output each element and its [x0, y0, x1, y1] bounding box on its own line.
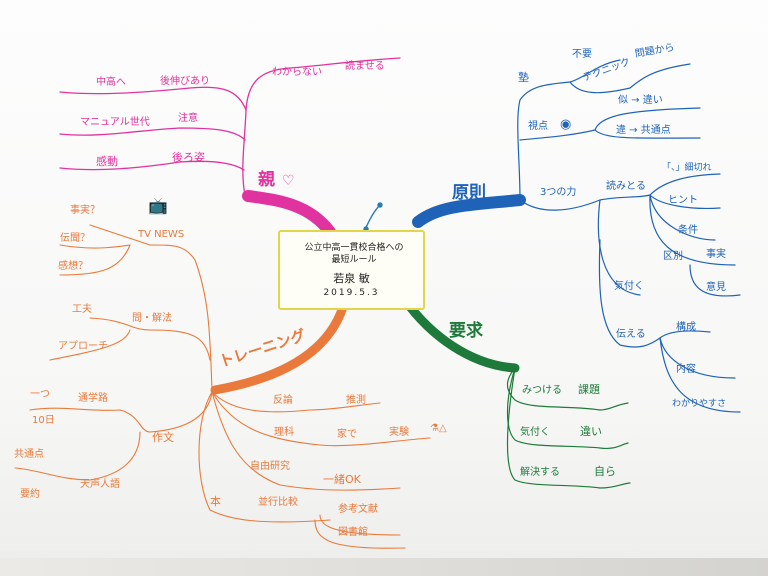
branch-yokyu-label: 要求: [449, 321, 483, 341]
gensoku-juku-label: 塾: [518, 71, 529, 84]
central-title-line1: 公立中高一貫校合格への: [304, 243, 404, 253]
training-tenseijingo: 天声人語: [80, 479, 120, 490]
gensoku-yomitoru-kubetsu: 区別: [663, 251, 683, 262]
training-heikouhikaku: 並行比較: [258, 497, 298, 508]
gensoku-yomitoru-kugiri: 「、」細切れ: [662, 163, 712, 173]
training-sakubun: 作文: [152, 431, 174, 444]
oya-item-1-child: 読ませる: [345, 61, 385, 72]
tv-icon: 📺: [148, 196, 168, 215]
gensoku-shiten-different: 違 → 共通点: [616, 125, 671, 136]
gensoku-tsutaeru-wakariyasusa: わかりやすさ: [672, 399, 727, 409]
oya-item-2-label: 中高へ: [96, 77, 126, 88]
yokyu-chigai: 違い: [580, 425, 602, 438]
training-tsuugakuro-hitotsu: 一つ: [30, 389, 50, 400]
training-tvnews-jijitsu: 事実？: [70, 205, 100, 216]
yokyu-mizukara: 自ら: [594, 465, 616, 478]
training-tvnews-kansou: 感想？: [58, 261, 88, 272]
training-kufuu: 工夫: [72, 304, 92, 315]
oya-item-2-child: 後伸びあり: [160, 76, 210, 87]
gensoku-yomitoru: 読みとる: [606, 181, 646, 192]
training-hon: 本: [210, 495, 221, 508]
training-rika-jikken: 実験: [389, 427, 409, 438]
training-rika: 理科: [274, 427, 294, 438]
oya-item-3-label: マニュアル世代: [80, 117, 150, 128]
gensoku-tsutaeru-naiyou: 内容: [676, 364, 696, 375]
gensoku-kubetsu-jijitsu: 事実: [706, 249, 726, 260]
desk-surface: [0, 558, 768, 576]
oya-item-4-label: 感動: [96, 155, 118, 168]
training-tenseijingo-kyoutsuuten: 共通点: [14, 449, 44, 460]
gensoku-shiten-label: 視点: [528, 121, 548, 132]
training-sankoubunken: 参考文献: [338, 504, 378, 515]
branch-gensoku-label: 原則: [452, 183, 486, 203]
gensoku-juku-fuyou: 不要: [572, 49, 592, 60]
flask-icon: ⚗△: [430, 423, 447, 434]
training-mondai-kaihou: 問・解法: [132, 313, 172, 324]
gensoku-tsutaeru: 伝える: [616, 329, 646, 340]
training-toshokan: 図書館: [338, 527, 368, 538]
central-date: 2019.5.3: [323, 288, 380, 298]
training-tvnews-denbun: 伝聞？: [60, 233, 90, 244]
eye-icon: ◉: [560, 117, 572, 132]
branch-oya-label: 親: [258, 170, 275, 190]
central-author: 若泉 敏: [333, 272, 370, 285]
gensoku-kizuku: 気付く: [614, 281, 644, 292]
training-issho-ok: 一緒OK: [323, 473, 361, 486]
training-tvnews: TV NEWS: [138, 229, 185, 240]
yokyu-kaiketsu: 解決する: [520, 467, 560, 478]
oya-item-1-label: わからない: [272, 67, 322, 78]
gensoku-yomitoru-jouken: 条件: [678, 225, 698, 236]
heart-icon: ♡: [282, 173, 295, 189]
gensoku-shiten-similar: 似 → 違い: [618, 95, 663, 106]
oya-item-4-child: 後ろ姿: [172, 151, 205, 164]
central-title: 公立中高一貫校合格への 最短ルール: [284, 242, 424, 266]
training-hanron: 反論: [273, 395, 293, 406]
yokyu-kizuku: 気付く: [520, 427, 550, 438]
training-tsuugakuro: 通学路: [78, 393, 108, 404]
central-topic: 公立中高一貫校合格への 最短ルール 若泉 敏 2019.5.3: [278, 230, 425, 310]
training-approach: アプローチ: [58, 341, 108, 352]
training-suisoku: 推測: [346, 395, 366, 406]
gensoku-tsutaeru-kousei: 構成: [676, 322, 696, 333]
training-rika-iede: 家で: [337, 429, 357, 440]
gensoku-kubetsu-iken: 意見: [706, 282, 726, 293]
yokyu-mitsukeru: みつける: [522, 385, 562, 396]
central-title-line2: 最短ルール: [331, 255, 377, 265]
training-tenseijingo-youyaku: 要約: [20, 489, 40, 500]
gensoku-3power-label: 3つの力: [540, 187, 577, 198]
yokyu-kadai: 課題: [578, 383, 600, 396]
training-tsuugakuro-10days: 10日: [32, 415, 55, 426]
gensoku-yomitoru-hint: ヒント: [668, 195, 698, 206]
oya-item-3-child: 注意: [178, 113, 198, 124]
training-jiyuukenkyuu: 自由研究: [250, 461, 290, 472]
